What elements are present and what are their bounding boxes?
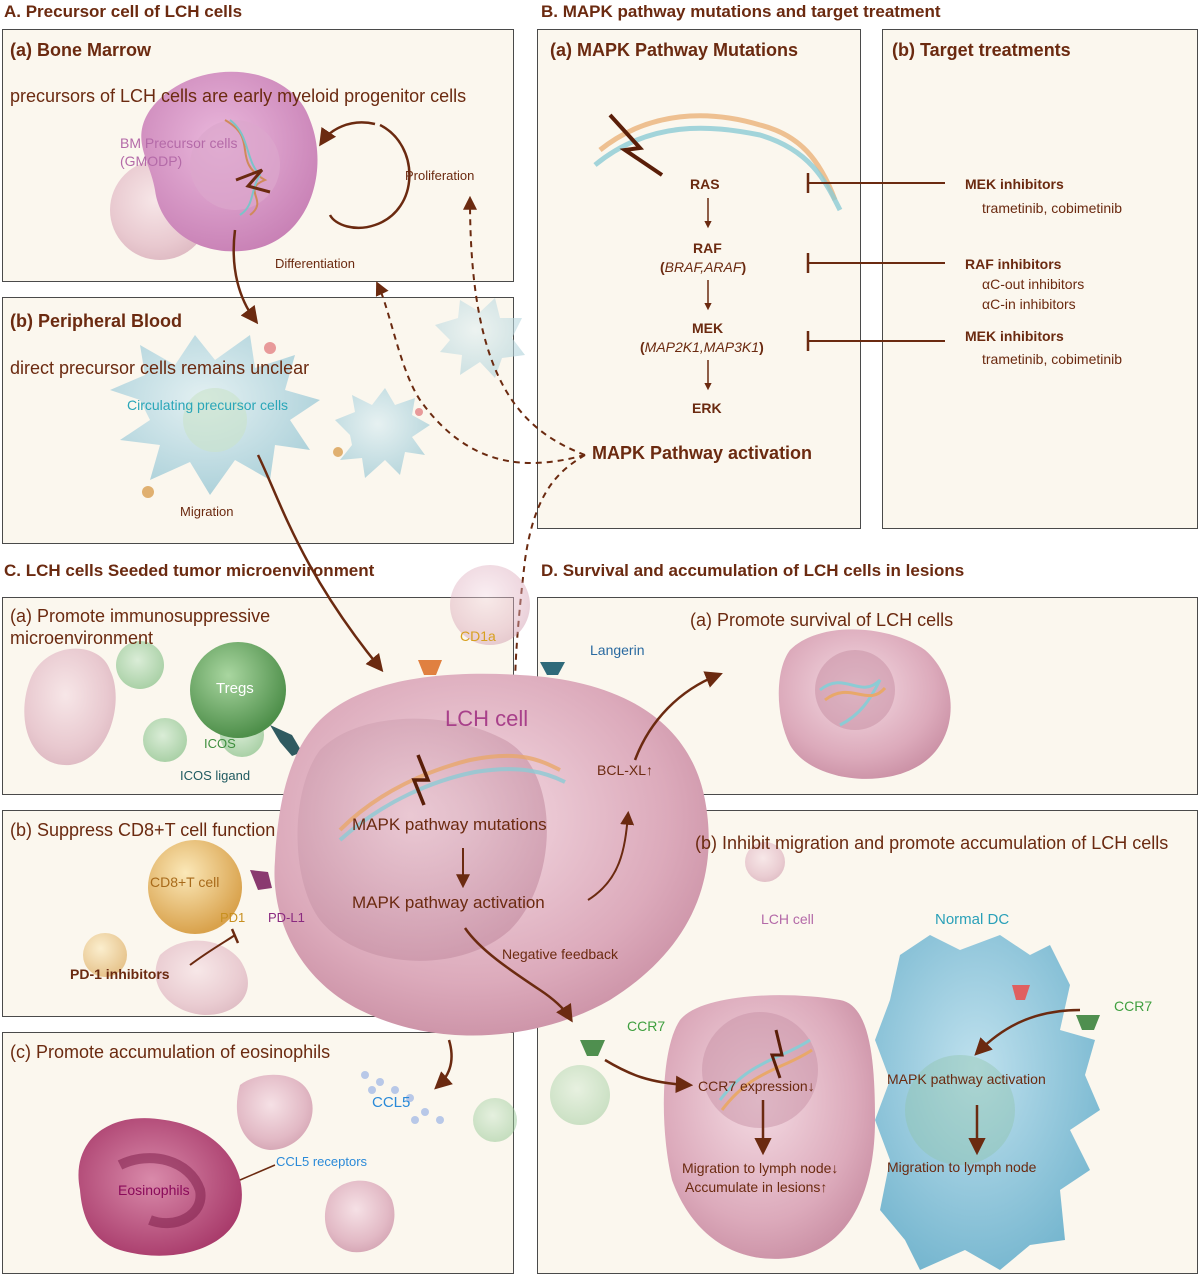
langerin-label: Langerin [590, 642, 645, 658]
treg-cell [190, 642, 286, 738]
mapk-activation-label: MAPK Pathway activation [592, 443, 813, 463]
treatment-2-detail-2: αC-in inhibitors [982, 296, 1076, 312]
inhibit-migration-title: (b) Inhibit migration and promote accumu… [695, 833, 1169, 853]
peripheral-blood-description: direct precursor cells remains unclear [10, 358, 310, 378]
cd8-cell-label: CD8+T cell [150, 874, 220, 890]
proliferation-label: Proliferation [405, 168, 475, 183]
erk-label: ERK [692, 400, 722, 416]
bclxl-label: BCL-XL↑ [597, 762, 654, 778]
bm-precursor-label: BM Precursor cells (GMODP) [120, 134, 237, 170]
mapk-mutations-title: (a) MAPK Pathway Mutations [550, 40, 799, 60]
circulating-precursor-label: Circulating precursor cells [127, 397, 289, 413]
bone-marrow-description: precursors of LCH cells are early myeloi… [10, 86, 467, 106]
lch-activation-label: MAPK pathway activation [352, 893, 545, 912]
panel-mapk-mutations [537, 29, 861, 529]
treatment-2-detail-1: αC-out inhibitors [982, 276, 1085, 292]
mek-genes: (MAP2K1,MAP3K1) [640, 339, 764, 355]
icos-ligand-label: ICOS ligand [180, 768, 251, 783]
eosinophils-label: Eosinophils [118, 1182, 190, 1198]
eosinophils-title: (c) Promote accumulation of eosinophils [10, 1042, 331, 1062]
dc-activation-label: MAPK pathway activation [887, 1071, 1046, 1087]
section-a-title: A. Precursor cell of LCH cells [4, 2, 243, 21]
raf-genes: (BRAF,ARAF) [660, 259, 747, 275]
normal-dc-cell [875, 935, 1100, 1270]
migration-down-label: Migration to lymph node↓ [682, 1160, 839, 1176]
ccl5-label: CCL5 [372, 1094, 411, 1111]
cd8-title: (b) Suppress CD8+T cell function [10, 820, 276, 840]
survival-title: (a) Promote survival of LCH cells [690, 610, 954, 630]
treatment-3-detail: trametinib, cobimetinib [982, 351, 1123, 367]
tregs-label: Tregs [216, 680, 254, 697]
pd1-label: PD1 [220, 910, 246, 925]
cd8-t-cell [148, 840, 242, 934]
peripheral-blood-title: (b) Peripheral Blood [10, 311, 183, 331]
section-c-title: C. LCH cells Seeded tumor microenvironme… [4, 561, 375, 580]
panel-target-treatments [882, 29, 1198, 529]
d-lch-cell-label: LCH cell [761, 911, 814, 927]
ccr7-expression-label: CCR7 expression↓ [698, 1078, 815, 1094]
mek-label: MEK [692, 320, 724, 336]
negative-feedback-label: Negative feedback [502, 946, 618, 962]
bm-precursor-label-line1: BM Precursor cells [120, 135, 238, 151]
eosinophil-cell [78, 1118, 242, 1256]
treatment-2-name: RAF inhibitors [965, 256, 1062, 272]
raf-genes-text: BRAF,ARAF [664, 259, 742, 275]
treatment-1-detail: trametinib, cobimetinib [982, 200, 1123, 216]
lch-cell-title: LCH cell [445, 706, 529, 731]
immunosuppressive-title-1: (a) Promote immunosuppressive [10, 606, 271, 626]
bm-precursor-label-line2: (GMODP) [120, 153, 183, 169]
treatment-1-name: MEK inhibitors [965, 176, 1064, 192]
migration-label: Migration [180, 504, 234, 519]
cd1a-label: CD1a [460, 628, 496, 644]
lch-mutations-label: MAPK pathway mutations [352, 815, 547, 834]
target-treatments-title: (b) Target treatments [892, 40, 1071, 60]
immunosuppressive-title-2: microenvironment [10, 628, 154, 648]
raf-label: RAF [693, 240, 722, 256]
dc-migration-label: Migration to lymph node [887, 1159, 1037, 1175]
icos-label: ICOS [204, 736, 236, 751]
bone-marrow-title: (a) Bone Marrow [10, 40, 152, 60]
treatment-3-name: MEK inhibitors [965, 328, 1064, 344]
pdl1-label: PD-L1 [268, 910, 305, 925]
ccr7-left-label: CCR7 [627, 1018, 666, 1034]
accumulate-label: Accumulate in lesions↑ [685, 1179, 828, 1195]
mek-genes-text: MAP2K1,MAP3K1 [644, 339, 760, 355]
ccl5-receptors-label: CCL5 receptors [276, 1154, 368, 1169]
section-b-title: B. MAPK pathway mutations and target tre… [541, 2, 941, 21]
pd1-inhibitors-label: PD-1 inhibitors [70, 966, 170, 982]
ccr7-right-label: CCR7 [1114, 998, 1153, 1014]
section-d-title: D. Survival and accumulation of LCH cell… [541, 561, 965, 580]
ras-label: RAS [690, 176, 720, 192]
normal-dc-label: Normal DC [935, 911, 1010, 928]
differentiation-label: Differentiation [275, 256, 355, 271]
